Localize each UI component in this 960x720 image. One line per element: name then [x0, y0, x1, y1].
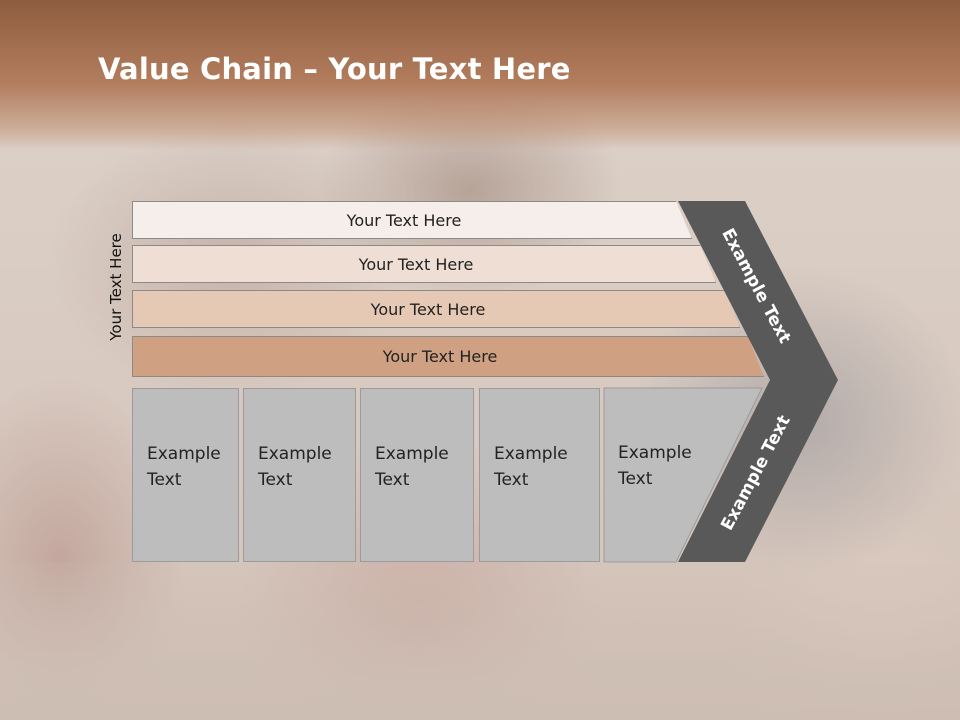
column-1: Example Text — [132, 388, 239, 562]
column-5-line1: Example — [618, 443, 692, 463]
chevron-lower — [678, 380, 838, 562]
column-2-line1: Example — [258, 444, 332, 464]
bar-2-label: Your Text Here — [358, 254, 474, 274]
column-5: Example Text — [618, 440, 738, 500]
bar-4-label: Your Text Here — [382, 347, 498, 366]
slide-title: Value Chain – Your Text Here — [98, 52, 571, 86]
chevron-upper — [678, 201, 838, 380]
title-bold: Value Chain — [98, 52, 294, 86]
bar-3-label: Your Text Here — [370, 299, 486, 319]
bar-3: Your Text Here — [132, 290, 740, 328]
column-5-line2: Text — [618, 469, 653, 489]
column-2-line2: Text — [258, 470, 293, 490]
column-4-line2: Text — [494, 470, 529, 490]
bar-1: Your Text Here — [132, 201, 692, 239]
bar-4: Your Text Here — [132, 336, 764, 377]
bar-2: Your Text Here — [132, 245, 716, 283]
column-1-line1: Example — [147, 444, 221, 464]
column-2: Example Text — [243, 388, 356, 562]
title-band — [0, 0, 960, 150]
column-3-line1: Example — [375, 444, 449, 464]
column-4-line1: Example — [494, 444, 568, 464]
column-4: Example Text — [479, 388, 600, 562]
column-3-line2: Text — [375, 470, 410, 490]
bar-1-label: Your Text Here — [346, 210, 462, 230]
column-3: Example Text — [360, 388, 474, 562]
column-1-line2: Text — [147, 470, 182, 490]
title-rest: – Your Text Here — [293, 52, 571, 86]
